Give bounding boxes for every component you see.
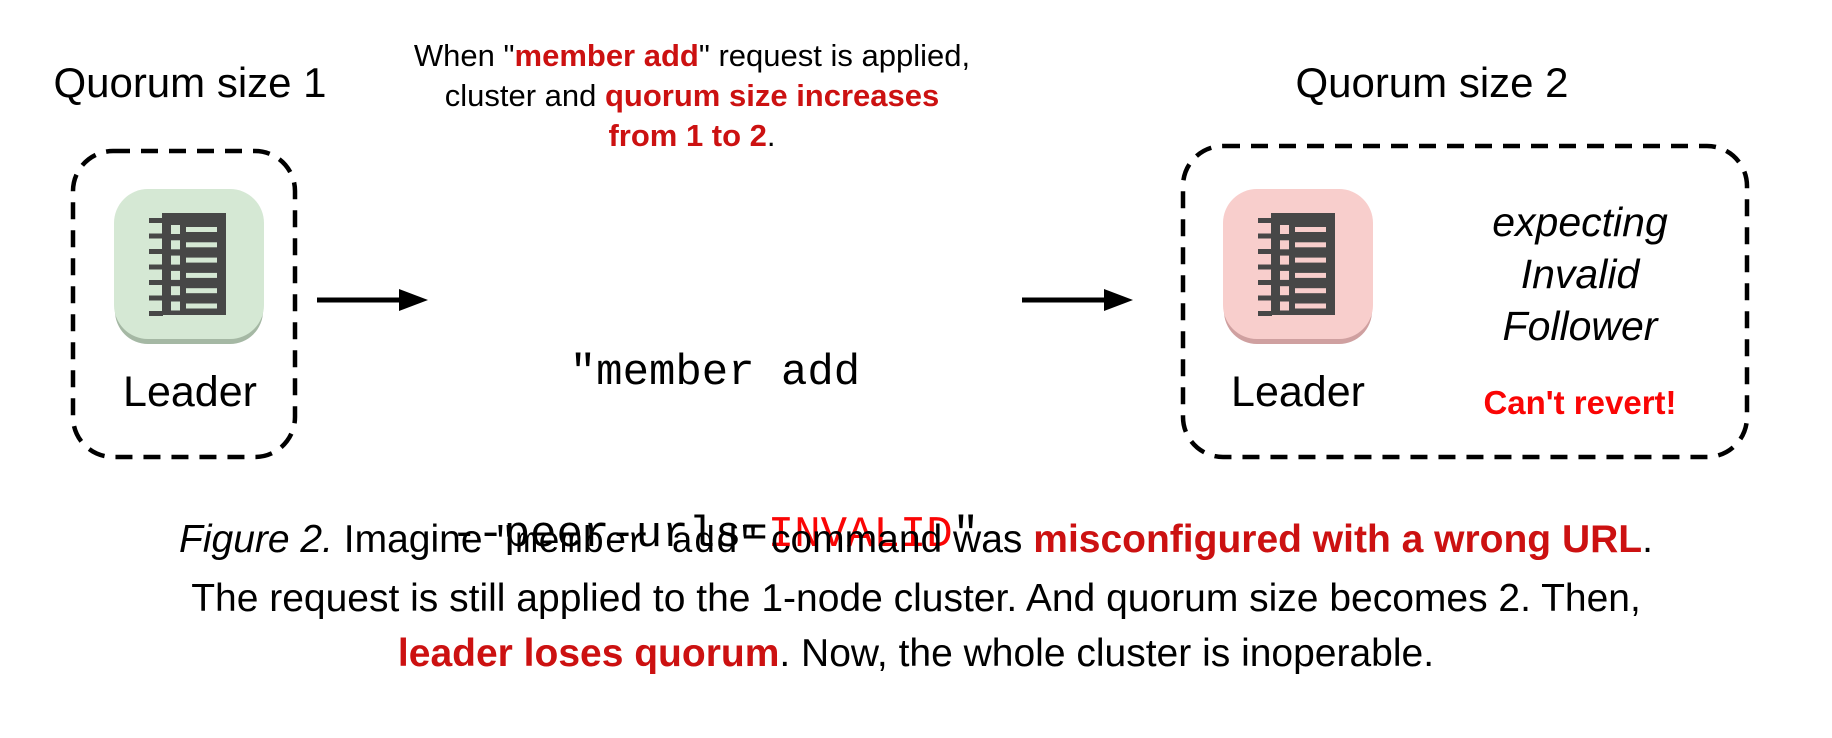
note-line-2: Invalid	[1520, 251, 1640, 297]
arrow-right-icon	[317, 289, 428, 311]
arrow-right-icon	[1022, 289, 1133, 311]
leader-node-healthy	[114, 189, 264, 339]
caption-misconfigured: misconfigured with a wrong URL	[1033, 518, 1643, 561]
leader-node-lost-quorum	[1223, 189, 1373, 339]
annotation-line-2: cluster and quorum size increases	[444, 78, 940, 113]
expecting-follower-note: expecting Invalid Follower	[1390, 196, 1770, 352]
command-invalid-url: INVALID	[767, 510, 953, 560]
note-line-3: Follower	[1502, 303, 1658, 349]
left-cluster-boundary	[70, 148, 298, 460]
figure-caption: Figure 2. Imagine "member add" command w…	[0, 512, 1832, 681]
cant-revert-warning: Can't revert!	[1483, 384, 1677, 421]
note-line-1: expecting	[1492, 199, 1668, 245]
caption-line-2: The request is still applied to the 1-no…	[191, 577, 1641, 620]
annotation-quorum-increase: quorum size increases	[605, 78, 940, 113]
left-cluster-title: Quorum size 1	[53, 59, 327, 106]
annotation-member-add: member add	[514, 38, 699, 73]
caption-command-code: "member add"	[493, 522, 761, 564]
command-line-2: --peer-urls=INVALID"	[450, 510, 980, 560]
right-node-label: Leader	[1231, 368, 1365, 416]
caption-line-3: leader loses quorum. Now, the whole clus…	[397, 632, 1435, 675]
annotation-line-3: from 1 to 2.	[608, 118, 776, 153]
member-add-annotation: When "member add" request is applied, cl…	[390, 36, 994, 156]
server-rack-icon	[149, 213, 226, 316]
right-cluster-title: Quorum size 2	[1295, 59, 1569, 106]
left-node-label: Leader	[123, 368, 257, 416]
caption-line-1: Figure 2. Imagine "member add" command w…	[179, 518, 1653, 564]
annotation-line-1: When "member add" request is applied,	[413, 38, 971, 73]
caption-figure-number: Figure 2.	[179, 518, 333, 561]
member-add-command: "member add --peer-urls=INVALID"	[420, 238, 1010, 670]
server-rack-icon	[1258, 213, 1335, 316]
caption-leader-loses-quorum: leader loses quorum	[397, 632, 780, 675]
command-line-1: "member add	[569, 348, 861, 398]
